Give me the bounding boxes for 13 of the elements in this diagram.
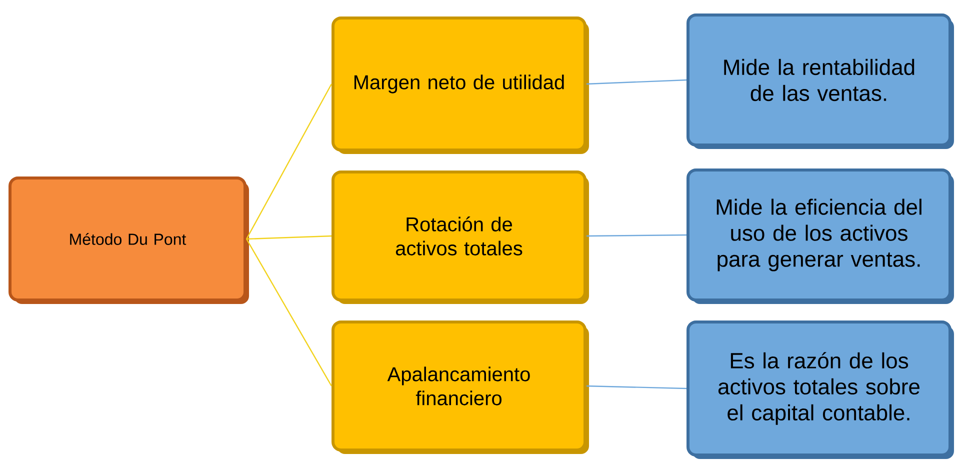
process-box: Método Du Pont — [8, 176, 249, 304]
process-box: Apalancamiento financiero — [332, 320, 589, 454]
connector-line — [586, 385, 687, 390]
connector-line — [246, 235, 332, 240]
connector-line — [586, 79, 687, 85]
process-box: Es la razón de los activos totales sobre el capital contable. — [686, 320, 954, 459]
connector-line — [246, 238, 332, 386]
connector-line — [586, 234, 687, 237]
process-box: Margen neto de utilidad — [332, 16, 589, 154]
process-box: Mide la rentabilidad de las ventas. — [686, 14, 954, 149]
process-box: Rotación de activos totales — [332, 170, 589, 304]
process-box: Mide la eficiencia del uso de los activos para generar ventas. — [686, 168, 954, 304]
connector-line — [246, 84, 332, 240]
